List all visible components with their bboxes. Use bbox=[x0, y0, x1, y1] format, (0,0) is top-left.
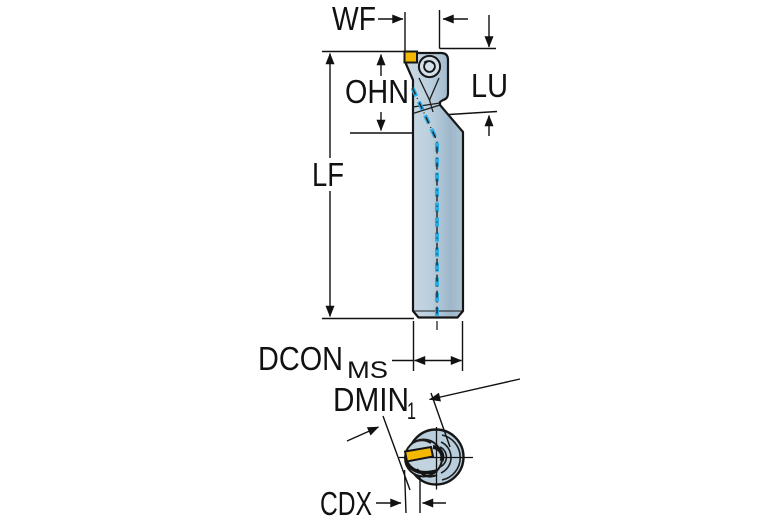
side-view bbox=[403, 50, 465, 319]
dimension-lines bbox=[322, 10, 521, 514]
label-cdx: CDX bbox=[320, 485, 372, 522]
label-dcon: DCON bbox=[258, 340, 343, 377]
dimension-labels: WF OHN LU LF DCON MS DMIN 1 CDX bbox=[258, 0, 508, 522]
dimension-cdx bbox=[376, 469, 446, 514]
dimension-dmin bbox=[346, 378, 521, 491]
tool-body bbox=[404, 51, 465, 319]
dimension-wf bbox=[378, 10, 468, 51]
label-wf: WF bbox=[332, 0, 376, 37]
head-detail-lines bbox=[412, 77, 462, 312]
label-ohn: OHN bbox=[345, 73, 409, 110]
dimension-dcon bbox=[392, 321, 464, 371]
insert-end-view bbox=[403, 445, 435, 463]
label-lf: LF bbox=[312, 156, 344, 193]
label-dmin-subscript: 1 bbox=[407, 398, 416, 425]
reference-lines bbox=[322, 47, 498, 330]
insert-pocket-shadow bbox=[404, 445, 445, 478]
label-dcon-subscript: MS bbox=[347, 357, 388, 384]
label-lu: LU bbox=[471, 67, 508, 104]
insert-side-view bbox=[403, 50, 418, 64]
coolant-channel bbox=[410, 87, 439, 316]
clamp-screw-icon bbox=[417, 54, 442, 79]
label-lf-backing bbox=[308, 158, 348, 191]
label-dmin: DMIN bbox=[333, 381, 409, 418]
end-view bbox=[399, 427, 473, 490]
